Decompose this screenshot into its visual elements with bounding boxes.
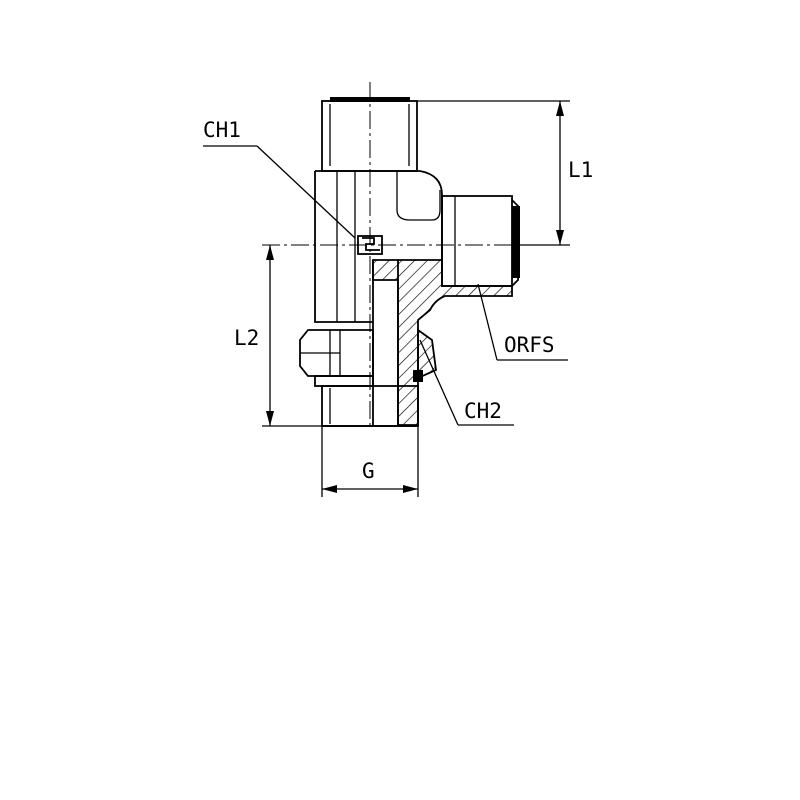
label-g: G	[362, 459, 375, 483]
label-orfs: ORFS	[504, 333, 555, 357]
leader-ch2	[419, 339, 514, 426]
reference-mark	[357, 235, 383, 255]
label-l2: L2	[234, 326, 259, 350]
lock-nut	[299, 329, 374, 387]
leader-orfs	[477, 283, 568, 361]
leader-ch1	[203, 145, 356, 239]
tee-body	[314, 170, 443, 323]
center-lines	[262, 82, 530, 430]
label-l1: L1	[568, 158, 593, 182]
dimension-l2	[262, 245, 322, 427]
label-ch2: CH2	[464, 399, 502, 423]
dimension-g	[321, 426, 419, 497]
label-ch1: CH1	[203, 118, 241, 142]
dimension-l1	[417, 100, 570, 246]
side-port	[441, 195, 520, 287]
